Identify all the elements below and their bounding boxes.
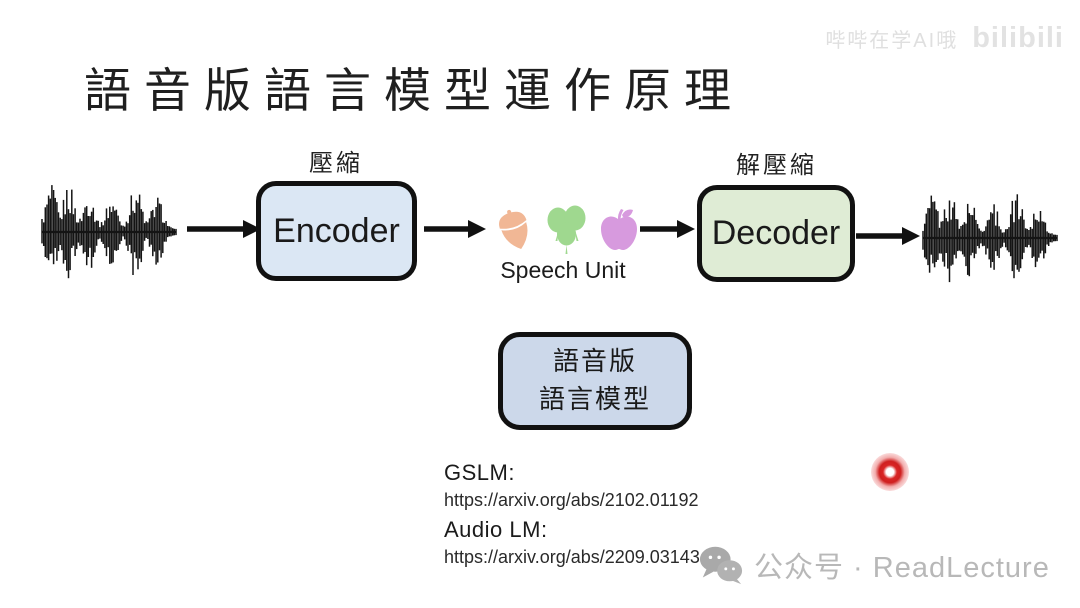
channel-label: 公众号 · ReadLecture [754,552,1050,584]
arrow-input-to-encoder [187,220,261,238]
decoder-caption: 解壓縮 [736,152,817,179]
encoder-box: Encoder [256,181,417,281]
arrow-encoder-to-units [424,220,486,238]
bilibili-logo: bilibili [972,22,1064,54]
arrow-decoder-to-output [856,227,920,245]
balloons-icon [547,205,586,254]
page-title: 語音版語言模型運作原理 [84,64,744,117]
reference-name: Audio LM: [444,517,548,542]
watermark-username: 哔哔在学AI哦 [825,30,959,52]
reference-name: GSLM: [444,460,515,485]
references: GSLM: https://arxiv.org/abs/2102.01192 A… [444,460,700,574]
speech-unit-icons [494,204,642,256]
decoder-box: Decoder [697,185,855,282]
wechat-icon [699,546,743,585]
output-waveform [922,194,1058,283]
arrow-units-to-decoder [640,220,695,238]
speech-lm-line2: 語言模型 [538,384,651,414]
acorn-icon [499,209,528,250]
input-waveform [41,185,177,279]
encoder-label: Encoder [273,211,400,250]
apple-icon [601,209,637,250]
video-watermark: 哔哔在学AI哦 bilibili [825,22,1064,55]
decoder-label: Decoder [711,214,841,252]
speech-lm-box: 語音版 語言模型 [498,332,692,430]
reference-url: https://arxiv.org/abs/2209.03143 [444,547,700,567]
speech-lm-line1: 語音版 [552,346,637,377]
encoder-caption: 壓縮 [309,150,363,177]
laser-pointer-dot [871,453,909,491]
reference-url: https://arxiv.org/abs/2102.01192 [444,490,699,510]
speech-unit-label: Speech Unit [500,257,626,283]
channel-watermark: 公众号 · ReadLecture [698,544,1050,586]
